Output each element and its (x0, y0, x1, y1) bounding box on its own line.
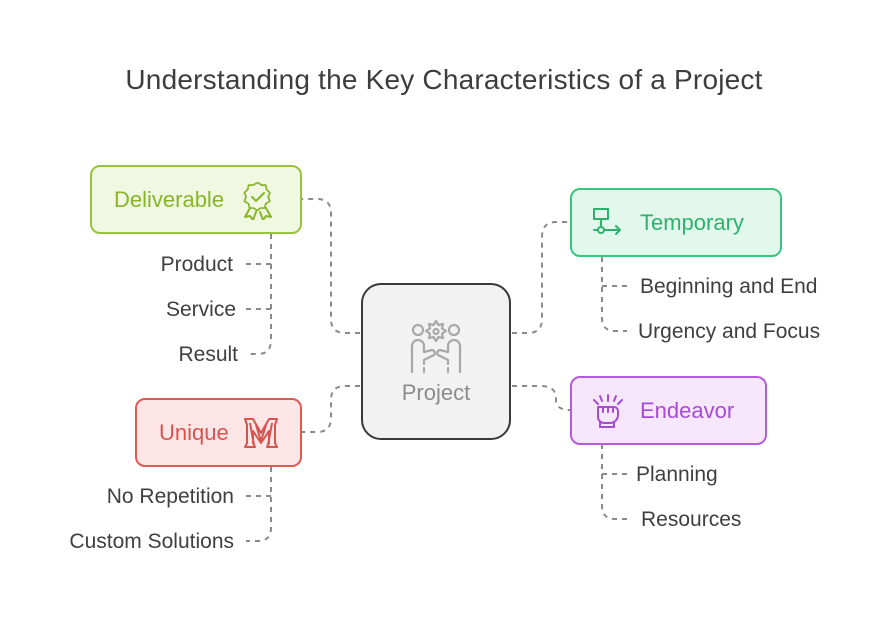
connector-unique-items (246, 467, 272, 542)
branch-node-endeavor: Endeavor (570, 376, 767, 445)
list-item: Result (178, 343, 238, 366)
diagram-title: Understanding the Key Characteristics of… (125, 64, 763, 95)
connector-temporary-items (601, 257, 627, 332)
connector-endeavor (512, 385, 571, 411)
branch-node-unique: Unique (135, 398, 302, 467)
connector-unique (302, 385, 360, 433)
center-node: Project (361, 283, 511, 440)
list-item: Product (160, 253, 233, 276)
list-item: Custom Solutions (69, 530, 234, 553)
branch-node-deliverable: Deliverable (90, 165, 302, 234)
list-item: Planning (636, 463, 718, 486)
branch-label-temporary: Temporary (640, 209, 744, 235)
branch-label-unique: Unique (159, 419, 229, 445)
branch-label-deliverable: Deliverable (114, 186, 225, 212)
teamwork-icon (410, 319, 462, 373)
list-item: Urgency and Focus (638, 320, 821, 343)
list-item: Service (165, 298, 236, 321)
branch-node-temporary: Temporary (570, 188, 782, 257)
award-badge-icon (243, 181, 273, 220)
raised-fist-icon (593, 393, 623, 428)
connector-endeavor-items (601, 444, 627, 520)
center-label: Project (401, 379, 471, 405)
connector-deliverable-items (246, 234, 272, 355)
list-item: Beginning and End (640, 275, 818, 298)
letter-m-icon (243, 417, 278, 448)
list-item: No Repetition (106, 485, 234, 508)
connector-deliverable (302, 198, 360, 334)
branch-label-endeavor: Endeavor (640, 397, 735, 423)
list-item: Resources (641, 508, 742, 531)
connector-temporary (512, 221, 570, 334)
flowchart-icon (593, 207, 621, 235)
